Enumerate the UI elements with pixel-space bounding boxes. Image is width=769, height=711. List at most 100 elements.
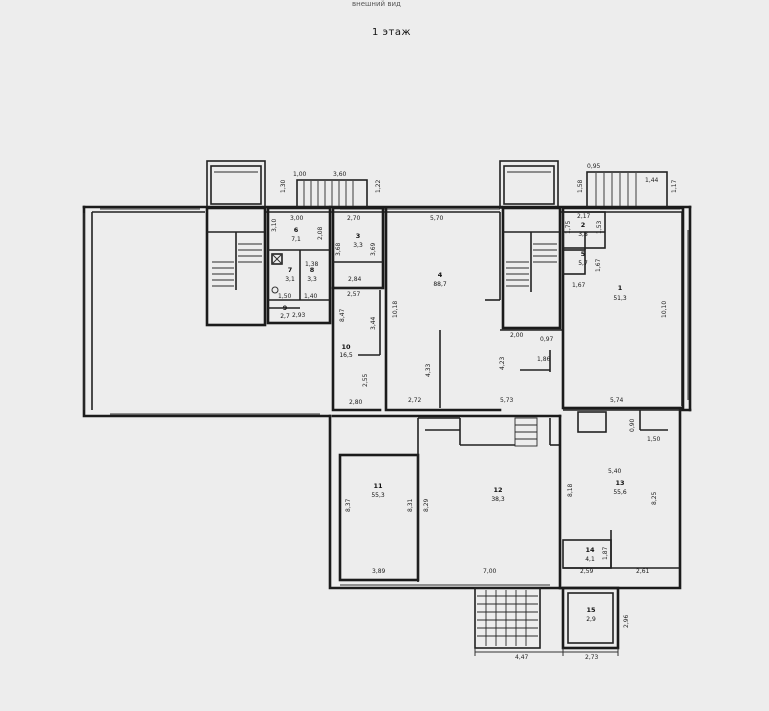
- svg-text:15: 15: [586, 606, 596, 614]
- svg-text:2,08: 2,08: [317, 226, 324, 240]
- svg-text:7,00: 7,00: [483, 568, 497, 575]
- svg-text:12: 12: [493, 486, 502, 494]
- svg-text:3,8: 3,8: [578, 231, 588, 238]
- svg-text:2,59: 2,59: [580, 568, 594, 575]
- svg-text:5,40: 5,40: [608, 468, 622, 475]
- svg-text:1,30: 1,30: [280, 179, 287, 193]
- svg-text:2,70: 2,70: [347, 215, 361, 222]
- room-9: 92,7: [280, 304, 290, 320]
- svg-text:10: 10: [341, 343, 351, 351]
- svg-text:13: 13: [615, 479, 624, 487]
- svg-text:7,1: 7,1: [291, 236, 301, 243]
- interior-walls: [205, 206, 685, 590]
- room-5: 55,7: [578, 250, 588, 267]
- svg-text:5: 5: [581, 250, 586, 258]
- windows: [83, 208, 689, 586]
- svg-text:1,40: 1,40: [304, 293, 318, 300]
- svg-text:4,47: 4,47: [515, 654, 529, 661]
- room-14: 144,1: [585, 546, 595, 563]
- svg-text:1,17: 1,17: [671, 179, 678, 193]
- room-12: 12 38,3: [491, 486, 505, 503]
- svg-text:2,72: 2,72: [408, 397, 422, 404]
- dimension-labels: 1,00 3,60 1,30 1,22 0,95 1,58 1,44 1,17 …: [271, 163, 678, 661]
- svg-text:2,93: 2,93: [292, 312, 306, 319]
- svg-text:88,7: 88,7: [433, 281, 447, 288]
- svg-text:3,44: 3,44: [370, 316, 377, 330]
- svg-text:3,1: 3,1: [285, 276, 295, 283]
- svg-text:1,44: 1,44: [645, 177, 659, 184]
- svg-text:11: 11: [373, 482, 383, 490]
- svg-text:0,90: 0,90: [629, 418, 636, 432]
- svg-text:8,25: 8,25: [651, 491, 658, 505]
- svg-text:3,3: 3,3: [353, 242, 363, 249]
- room-4: 488,7: [433, 271, 447, 288]
- room-15: 152,9: [586, 606, 596, 623]
- svg-text:5,73: 5,73: [500, 397, 514, 404]
- svg-text:1: 1: [618, 284, 623, 292]
- svg-text:1,67: 1,67: [572, 282, 586, 289]
- svg-text:8,31: 8,31: [407, 498, 414, 512]
- plan-header: внешний вид: [352, 0, 401, 8]
- porch-bottom-steps: [474, 587, 541, 649]
- svg-text:4: 4: [438, 271, 443, 279]
- svg-text:5,7: 5,7: [578, 260, 588, 267]
- svg-text:1,53: 1,53: [596, 220, 603, 234]
- svg-text:10,18: 10,18: [392, 301, 399, 318]
- svg-text:10,10: 10,10: [661, 301, 668, 318]
- room-8: 83,3: [307, 266, 317, 283]
- svg-text:2,73: 2,73: [585, 654, 599, 661]
- svg-text:6: 6: [294, 226, 299, 234]
- porch-top-left: [206, 160, 266, 209]
- room-1: 151,3: [613, 284, 627, 302]
- svg-text:4,33: 4,33: [425, 363, 432, 377]
- svg-text:2,57: 2,57: [347, 291, 361, 298]
- svg-text:1,22: 1,22: [375, 179, 382, 193]
- svg-text:3,68: 3,68: [335, 242, 342, 256]
- svg-text:0,97: 0,97: [540, 336, 554, 343]
- svg-text:4,23: 4,23: [499, 356, 506, 370]
- svg-text:1,50: 1,50: [278, 293, 292, 300]
- svg-text:16,5: 16,5: [339, 352, 353, 359]
- svg-text:8: 8: [310, 266, 315, 274]
- svg-text:14: 14: [585, 546, 595, 554]
- svg-text:8,47: 8,47: [339, 308, 346, 322]
- svg-text:7: 7: [288, 266, 293, 274]
- svg-text:2,17: 2,17: [577, 213, 591, 220]
- svg-text:3,89: 3,89: [372, 568, 386, 575]
- svg-text:1,38: 1,38: [305, 261, 319, 268]
- svg-text:3,00: 3,00: [290, 215, 304, 222]
- room-6: 67,1: [291, 226, 301, 243]
- svg-text:1,00: 1,00: [293, 171, 307, 178]
- room-7: 73,1: [285, 266, 295, 283]
- svg-text:2: 2: [581, 221, 586, 229]
- svg-text:3,10: 3,10: [271, 218, 278, 232]
- svg-text:8,29: 8,29: [423, 498, 430, 512]
- porch-top-right: [499, 160, 559, 209]
- svg-text:38,3: 38,3: [491, 496, 505, 503]
- svg-text:1,67: 1,67: [595, 258, 602, 272]
- svg-text:2,7: 2,7: [280, 313, 290, 320]
- svg-text:2,80: 2,80: [349, 399, 363, 406]
- svg-text:8,37: 8,37: [345, 498, 352, 512]
- vestibule-bottom: [561, 586, 620, 650]
- svg-text:1,58: 1,58: [577, 179, 584, 193]
- svg-text:2,9: 2,9: [586, 616, 596, 623]
- svg-text:2,00: 2,00: [510, 332, 524, 339]
- svg-text:51,3: 51,3: [613, 295, 627, 302]
- svg-text:9: 9: [283, 304, 288, 312]
- svg-text:3,60: 3,60: [333, 171, 347, 178]
- svg-text:55,3: 55,3: [371, 492, 385, 499]
- svg-text:2,84: 2,84: [348, 276, 362, 283]
- svg-text:2,61: 2,61: [636, 568, 650, 575]
- svg-text:5,70: 5,70: [430, 215, 444, 222]
- svg-text:2,96: 2,96: [623, 614, 630, 628]
- room-11: 11 55,3: [371, 482, 385, 499]
- svg-text:55,6: 55,6: [613, 489, 627, 496]
- svg-text:1,50: 1,50: [647, 436, 661, 443]
- bottom-dimension-lines: [474, 648, 619, 656]
- svg-text:3: 3: [356, 232, 361, 240]
- svg-text:4,1: 4,1: [585, 556, 595, 563]
